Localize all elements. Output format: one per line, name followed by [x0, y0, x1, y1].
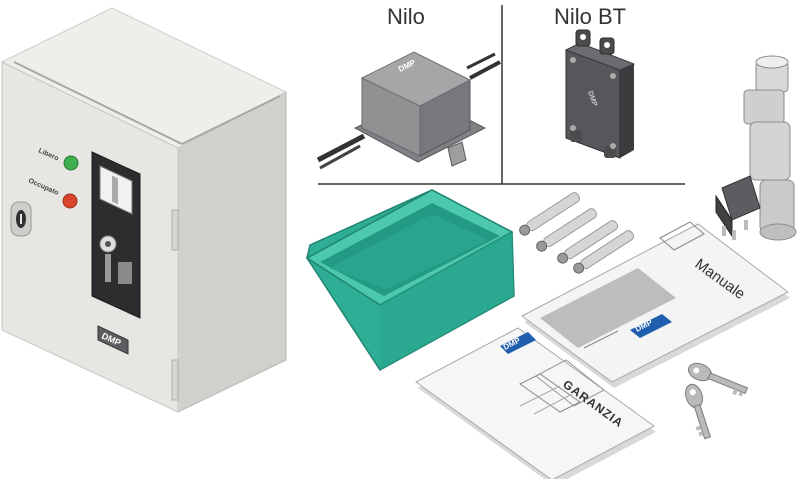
led-libero-icon	[63, 155, 79, 171]
nilo-bt-label: Nilo BT	[554, 4, 627, 29]
led-occupato-icon	[62, 193, 78, 209]
warranty-brand-badge	[500, 332, 536, 354]
manual-brand-badge	[630, 314, 672, 338]
cabinet-lock-icon	[10, 201, 32, 237]
nilo-bt-device	[564, 29, 636, 159]
solenoid-valve	[715, 55, 797, 241]
keys-icon	[685, 362, 749, 440]
control-cabinet	[0, 7, 288, 413]
wall-plugs	[519, 192, 635, 274]
collection-tray	[305, 189, 515, 371]
warranty-document	[415, 327, 656, 479]
manual-document	[521, 221, 790, 388]
nilo-label: Nilo	[387, 4, 425, 29]
cabinet-brand-badge	[97, 325, 129, 355]
divider-lines	[318, 5, 685, 185]
coin-mechanism	[91, 151, 141, 319]
nilo-device	[316, 51, 501, 170]
